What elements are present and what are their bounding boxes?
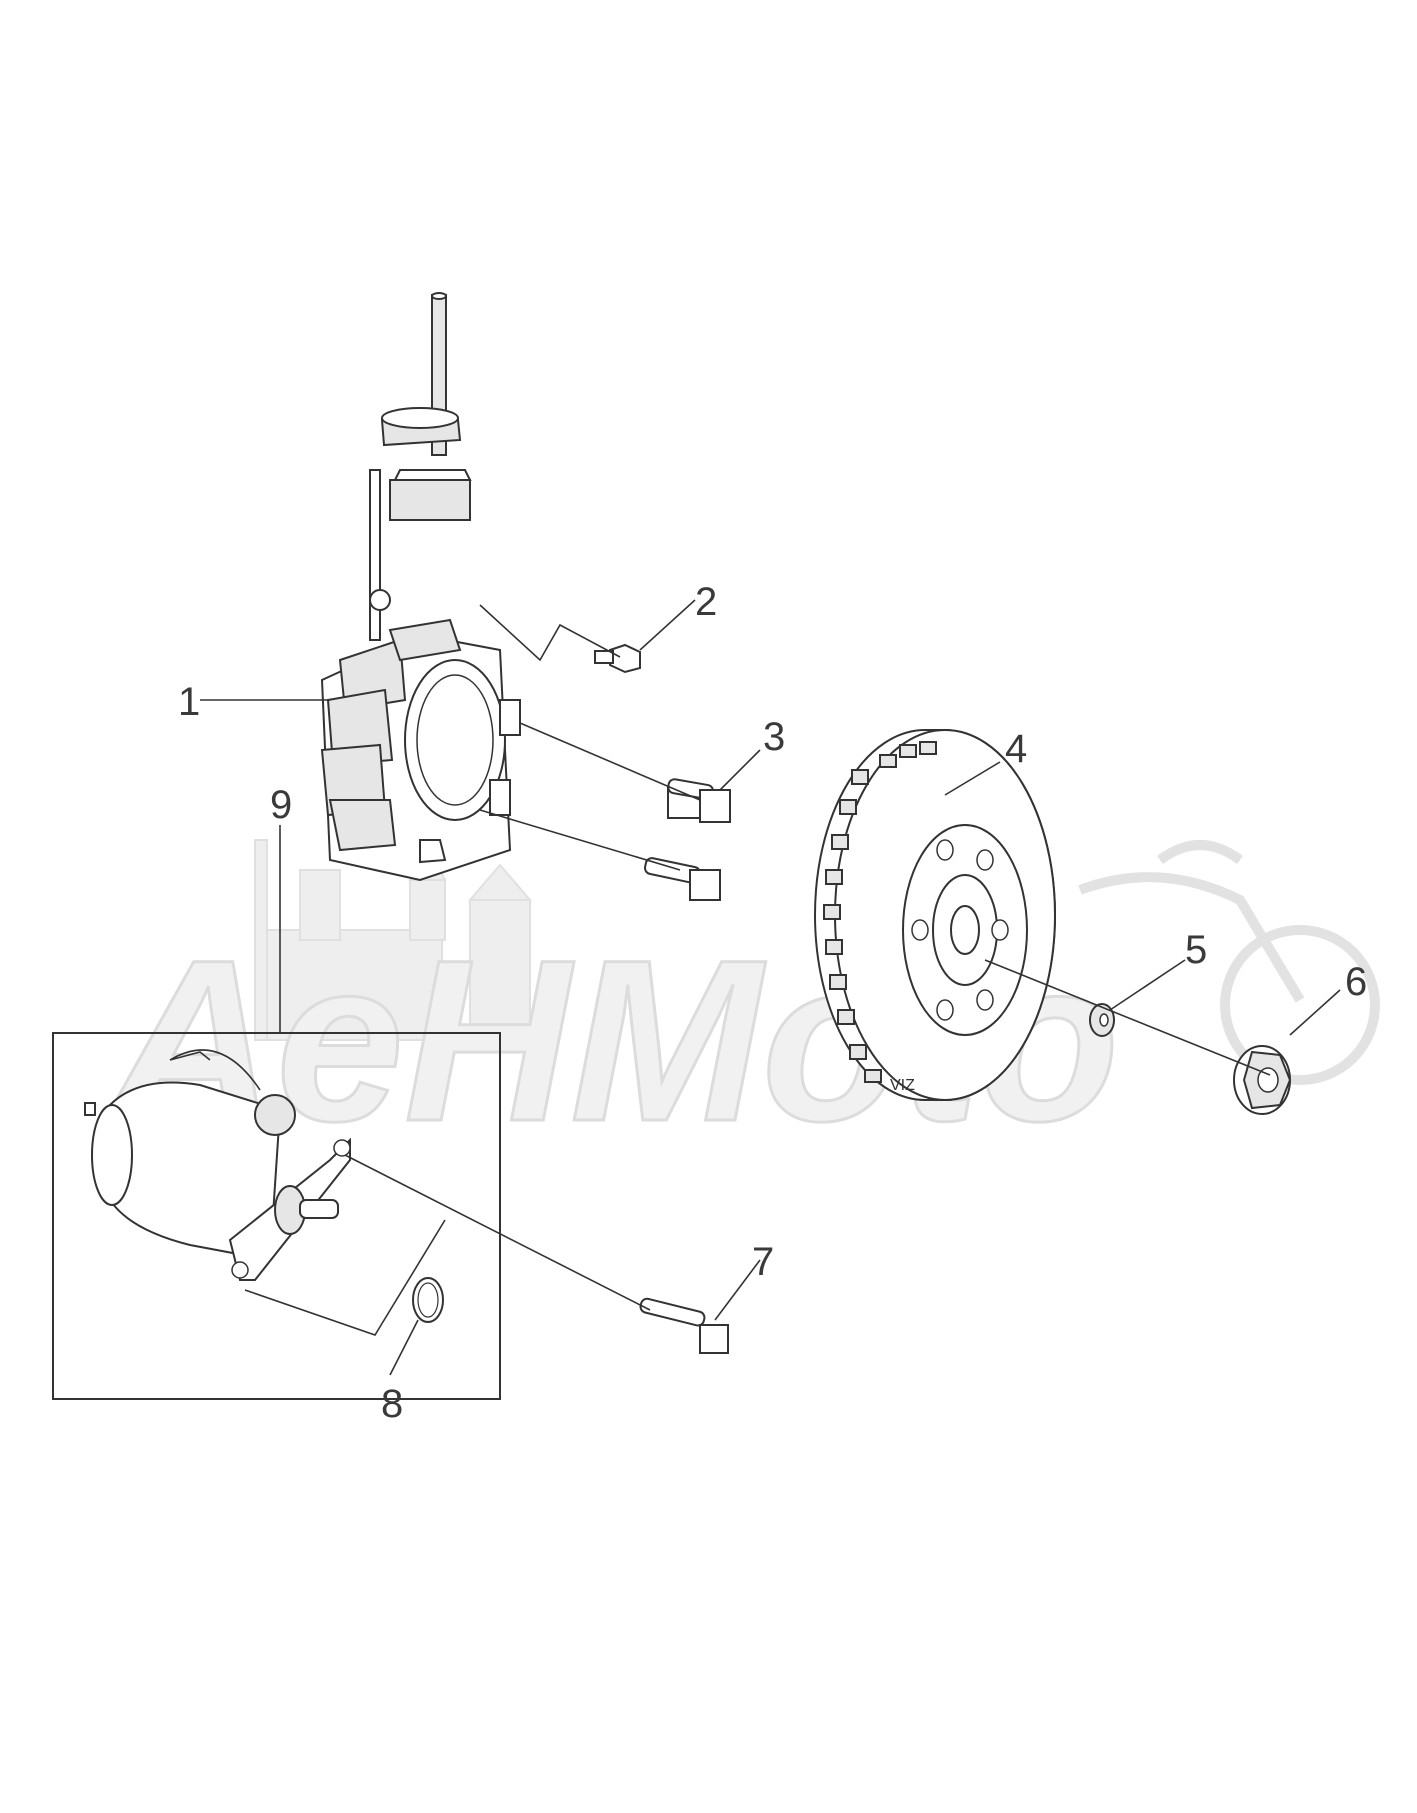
bolt-shank	[594, 650, 614, 664]
washer[interactable]	[1089, 1003, 1115, 1037]
watermark-motorcycle-icon	[1078, 840, 1380, 1085]
leader-8	[389, 1319, 419, 1376]
callout-2: 2	[695, 580, 717, 624]
stator-wire-end	[431, 292, 447, 300]
washer-hole	[1099, 1013, 1109, 1027]
leader-2-assembly	[479, 604, 621, 662]
callout-9: 9	[270, 783, 292, 827]
rotor-holes	[911, 839, 1009, 1021]
leader-5	[1109, 959, 1186, 1011]
leader-lines	[200, 599, 1341, 1376]
rotor-slots	[823, 741, 937, 1083]
flange-nut[interactable]	[1233, 1045, 1292, 1115]
starter-shaft	[299, 1199, 339, 1219]
nut-hole	[1257, 1067, 1279, 1093]
stator-grommet-top	[381, 407, 459, 429]
o-ring-inner	[417, 1282, 439, 1318]
stator-tab	[489, 779, 511, 816]
o-ring-outer	[412, 1277, 444, 1323]
rotor-center-hole	[950, 905, 980, 955]
pickup-bolt-hole	[369, 589, 391, 611]
bolt-hex	[699, 1324, 729, 1354]
leader-3	[719, 749, 761, 791]
stator-tab	[419, 839, 447, 864]
callout-3: 3	[763, 715, 785, 759]
mount-hole	[333, 1139, 351, 1157]
stator-bracket	[369, 469, 381, 641]
stator-pole	[388, 618, 462, 662]
leader-7-axis	[344, 1154, 651, 1311]
leader-7	[714, 1259, 761, 1321]
starter-terminal	[254, 1094, 296, 1136]
leader-6	[1289, 989, 1341, 1036]
stator-pole	[338, 638, 407, 712]
callout-7: 7	[752, 1240, 774, 1284]
starter-end-cap	[91, 1104, 133, 1206]
bolt-head	[609, 643, 641, 674]
leader-4	[944, 761, 1001, 796]
starter-assembly-box	[52, 1032, 501, 1400]
stator[interactable]	[320, 292, 521, 882]
mount-hole	[231, 1261, 249, 1279]
callout-6: 6	[1345, 960, 1367, 1004]
watermark: AeHMoto	[104, 839, 1380, 1171]
leader-2	[639, 599, 696, 651]
starter-cable-body	[169, 1049, 261, 1091]
leader-3-axis	[519, 722, 701, 801]
o-ring[interactable]	[412, 1277, 444, 1323]
stator-bolt-lower[interactable]	[643, 857, 721, 901]
pickup-bolt[interactable]	[594, 643, 641, 674]
callout-5: 5	[1185, 928, 1207, 972]
callout-8: 8	[381, 1382, 403, 1426]
flywheel-rotor[interactable]: VIZ	[814, 729, 1056, 1101]
starter-cable	[169, 1051, 211, 1061]
stator-bolt-upper[interactable]	[667, 778, 731, 823]
bolt-shank	[639, 1297, 706, 1327]
bolt-hex	[689, 869, 721, 901]
starter-bolt[interactable]	[639, 1297, 729, 1354]
bolt-hex	[699, 789, 731, 823]
stator-pole	[328, 799, 397, 852]
starter-motor[interactable]	[84, 1049, 351, 1281]
rotor-marking: VIZ	[890, 1077, 915, 1094]
stator-center-hole	[416, 674, 494, 806]
leader-8-assembly	[244, 1219, 446, 1336]
stator-tab	[499, 699, 521, 736]
pickup-coil	[389, 479, 471, 521]
pickup-coil-top	[393, 469, 472, 481]
callout-4: 4	[1005, 727, 1027, 771]
leader-4-axis	[984, 959, 1271, 1076]
starter-stud	[84, 1102, 96, 1116]
leader-3-lower-axis	[479, 809, 681, 871]
callout-1: 1	[178, 680, 200, 724]
